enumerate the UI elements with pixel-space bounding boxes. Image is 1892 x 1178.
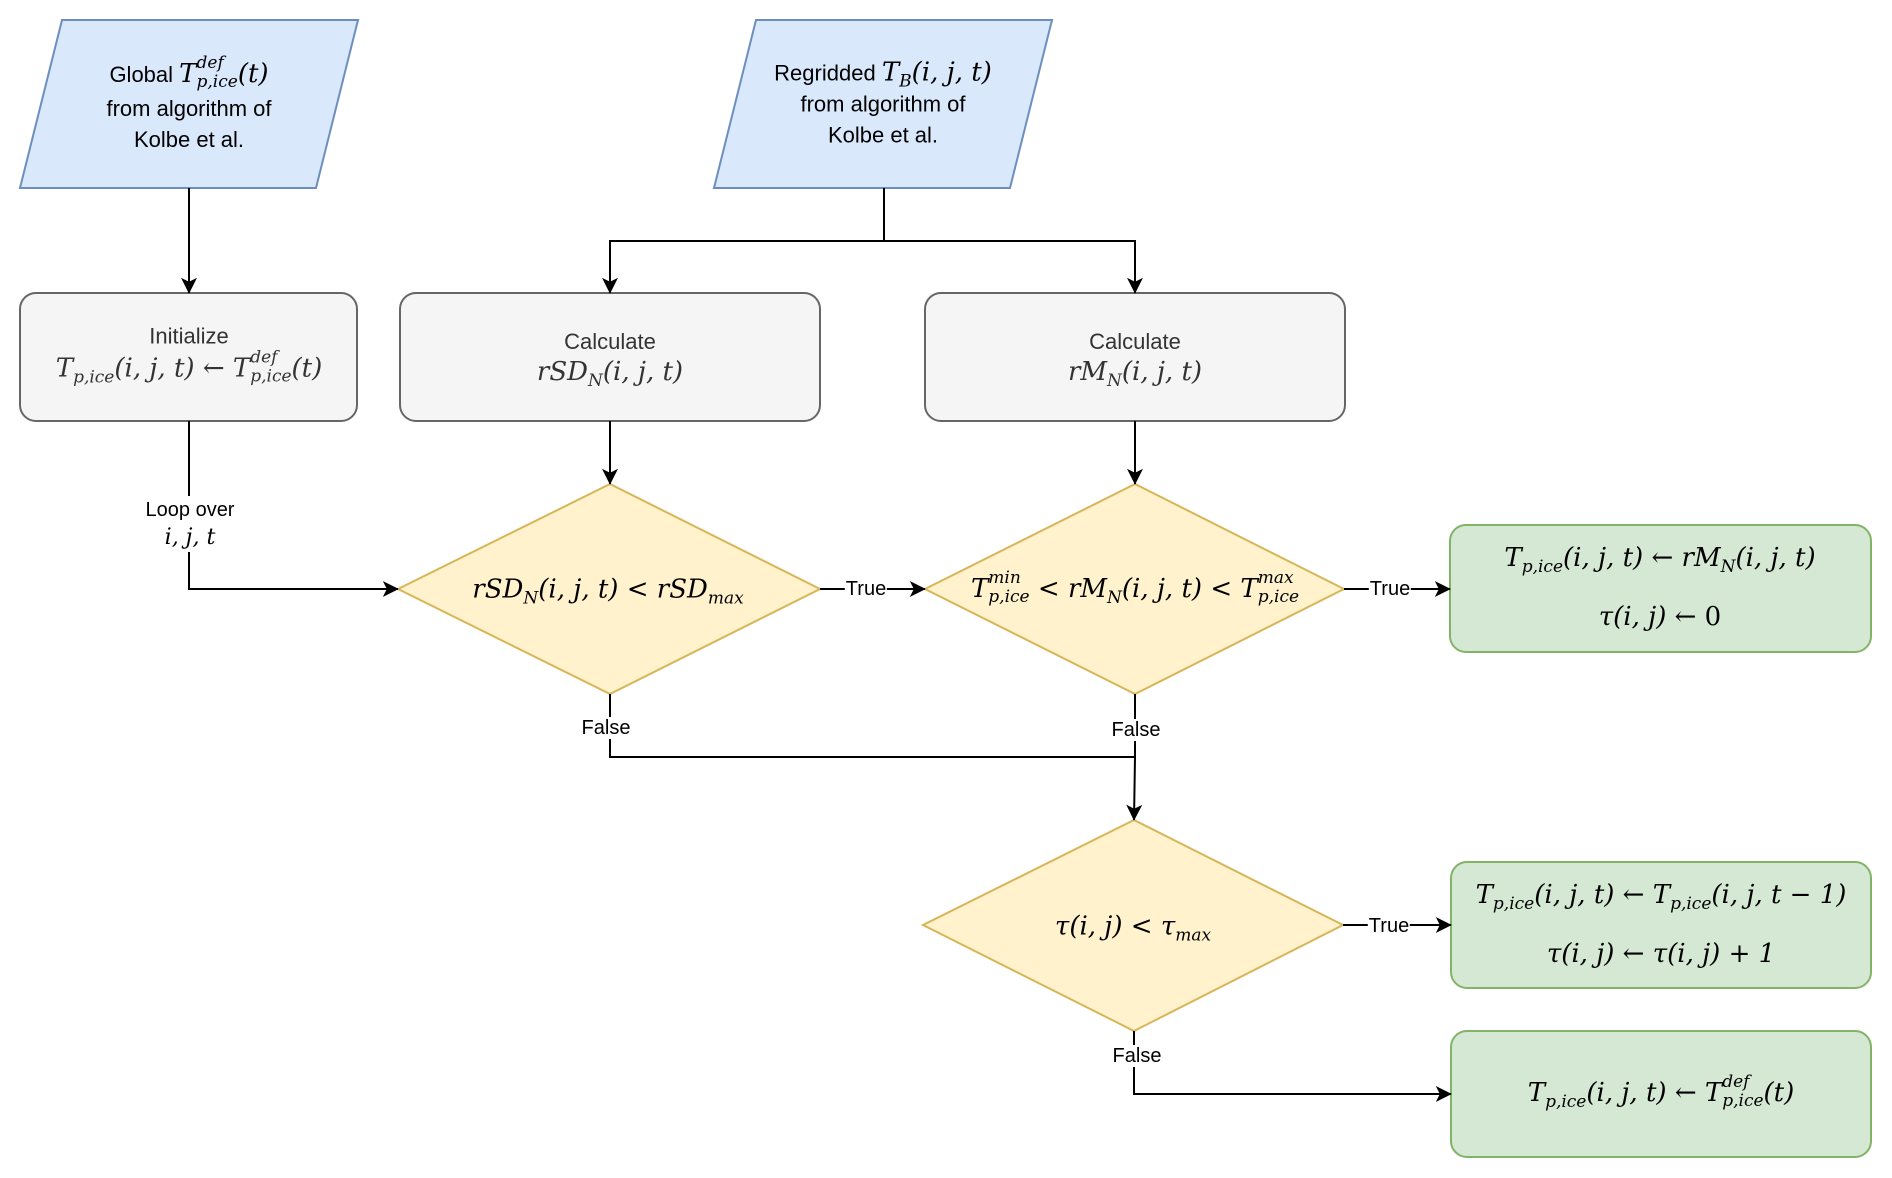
edge-label-rsd-false: False (580, 717, 632, 739)
decision-tau-label: τ(i, j) < τmax (1054, 911, 1212, 946)
edge-rsd-false (609, 694, 1134, 758)
edge-label-loop: Loop over i, j, t (144, 496, 236, 552)
edge-tau-false (1133, 1031, 1452, 1102)
output-accept-label: Tp,ice(i, j, t) ← rMN(i, j, t) τ(i, j) ←… (1504, 543, 1816, 632)
edge-regridded-to-rm (884, 240, 1143, 294)
process-calc-rm-label: Calculate rMN(i, j, t) (1067, 329, 1203, 391)
input-regridded-label: Regridded TB(i, j, t) from algorithm of … (774, 57, 992, 148)
decision-rsd-label: rSDN(i, j, t) < rSDmax (472, 574, 744, 609)
edge-label-tau-true: True (1367, 915, 1411, 937)
output-persist-label: Tp,ice(i, j, t) ← Tp,ice(i, j, t − 1) τ(… (1475, 880, 1847, 969)
input-regridded-shape (712, 19, 1054, 189)
edge-label-rm-true: True (1368, 578, 1412, 600)
edge-label-rsd-true: True (844, 578, 888, 600)
edge-label-rm-false: False (1110, 719, 1162, 741)
edge-rm-false (1126, 694, 1143, 821)
process-calc-rsd-label: Calculate rSDN(i, j, t) (536, 329, 684, 391)
edge-regridded-to-rsd (602, 240, 884, 294)
edge-loop (188, 421, 399, 597)
input-global-shape (18, 19, 360, 189)
edge-label-tau-false: False (1111, 1045, 1163, 1067)
